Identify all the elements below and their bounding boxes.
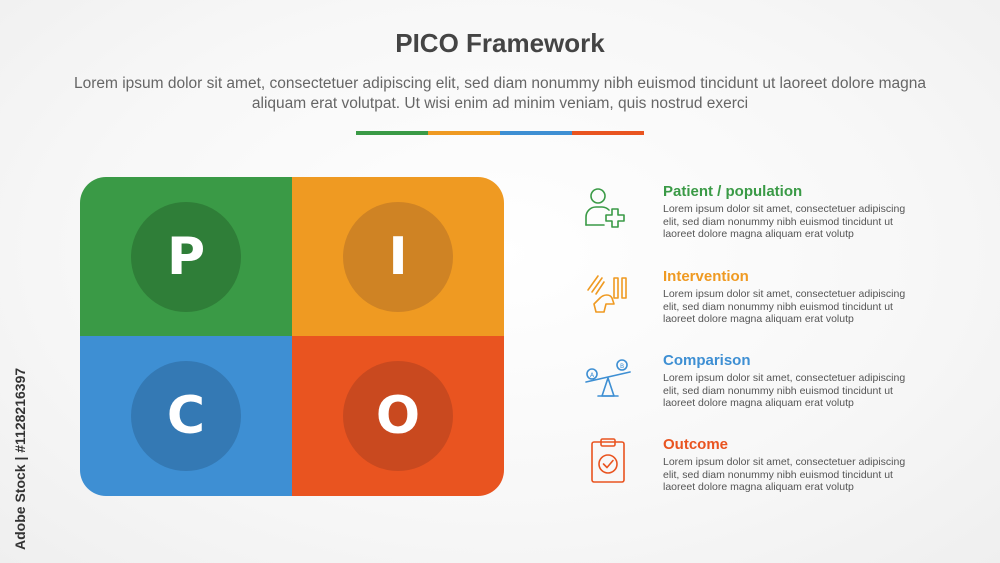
pico-matrix: P I C O <box>80 177 504 496</box>
item-title: Intervention <box>663 268 749 285</box>
circle-i: I <box>343 201 453 312</box>
patient-plus-icon <box>585 188 625 228</box>
stock-watermark-text: Adobe Stock | #1128216397 <box>12 367 28 550</box>
hand-dominoes-icon <box>587 275 627 313</box>
item-comparison: A B Comparison Lorem ipsum dolor sit ame… <box>584 352 944 422</box>
item-intervention: Intervention Lorem ipsum dolor sit amet,… <box>584 268 944 338</box>
seesaw-ab-icon: A B <box>585 359 631 397</box>
divider-segment-red <box>572 131 644 135</box>
divider-segment-orange <box>428 131 500 135</box>
quadrant-i: I <box>292 177 504 336</box>
circle-c: C <box>131 361 241 471</box>
letter-p: P <box>166 226 206 287</box>
clipboard-check-icon <box>591 438 625 483</box>
quadrant-p: P <box>80 177 292 336</box>
letter-c: C <box>166 386 206 446</box>
divider-segment-green <box>356 131 428 135</box>
item-title: Outcome <box>663 436 729 453</box>
letter-i: I <box>388 226 408 287</box>
svg-text:B: B <box>620 363 624 370</box>
item-outcome: Outcome Lorem ipsum dolor sit amet, cons… <box>584 436 944 506</box>
circle-o: O <box>343 361 453 471</box>
svg-text:A: A <box>590 372 595 379</box>
item-title: Comparison <box>663 352 751 369</box>
divider-segment-blue <box>500 131 572 135</box>
circle-p: P <box>131 201 241 312</box>
item-text: Lorem ipsum dolor sit amet, consectetuer… <box>663 288 906 325</box>
item-patient: Patient / population Lorem ipsum dolor s… <box>584 183 944 253</box>
quadrant-c: C <box>80 336 292 496</box>
item-text: Lorem ipsum dolor sit amet, consectetuer… <box>663 372 906 409</box>
item-text: Lorem ipsum dolor sit amet, consectetuer… <box>663 456 906 493</box>
color-divider <box>356 131 644 135</box>
item-title: Patient / population <box>663 183 803 200</box>
letter-o: O <box>375 386 421 446</box>
page-subtitle: Lorem ipsum dolor sit amet, consectetuer… <box>73 75 927 112</box>
quadrant-o: O <box>292 336 504 496</box>
item-text: Lorem ipsum dolor sit amet, consectetuer… <box>663 203 906 240</box>
page-title: PICO Framework <box>395 28 605 58</box>
